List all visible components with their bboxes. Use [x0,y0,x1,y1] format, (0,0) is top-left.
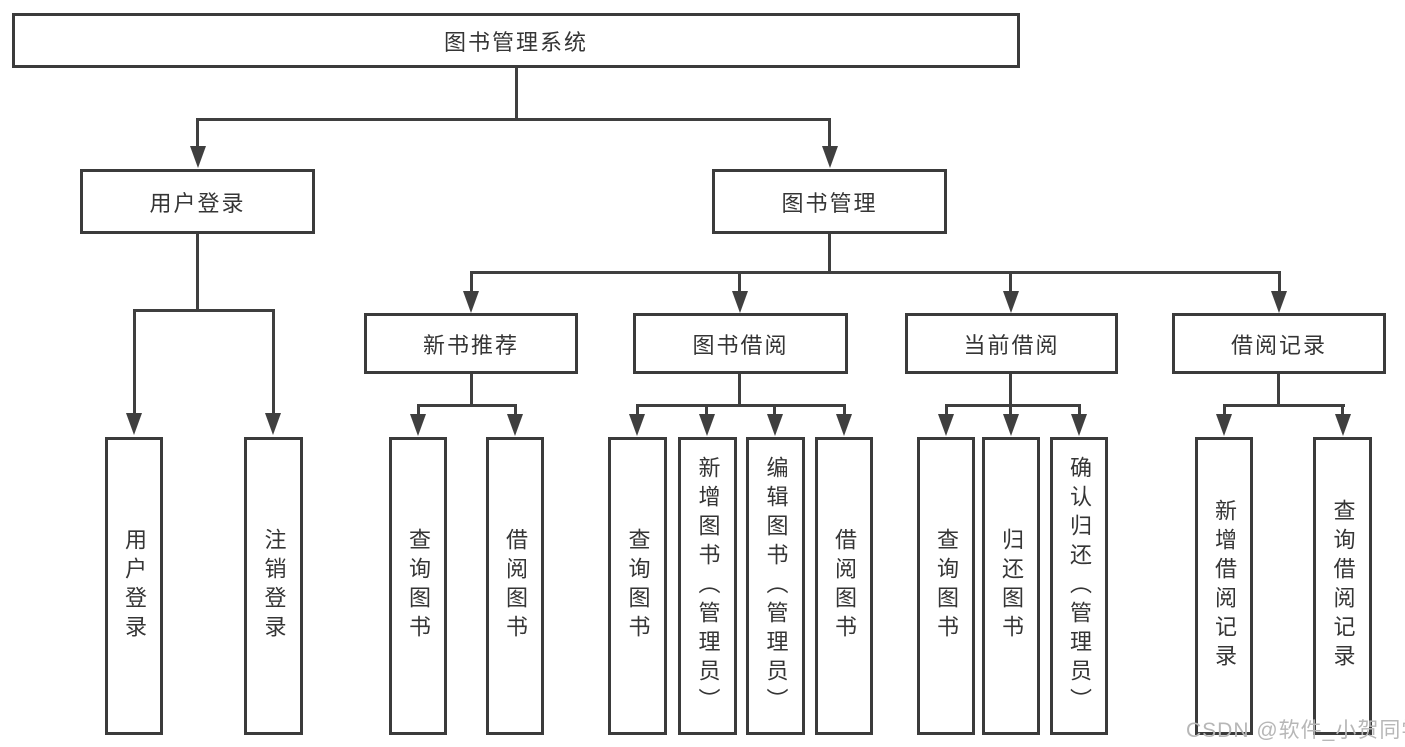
node-label: 图书管理 [781,190,878,216]
arrow-down-icon [265,413,281,435]
node-library-system: 图书管理系统 [12,13,1020,68]
connector-line [1278,271,1281,293]
connector-line [1009,404,1012,416]
leaf-edit-book-admin: 编辑图书（管理员） [746,437,805,735]
node-label: 借阅记录 [1230,332,1327,358]
connector-line [945,404,1081,407]
connector-line [1277,374,1280,407]
connector-line [843,404,846,416]
leaf-label: 查询借阅记录 [1330,499,1356,673]
arrow-down-icon [1003,291,1019,313]
arrow-down-icon [629,414,645,436]
connector-line [828,118,831,148]
connector-line [1223,404,1345,407]
node-label: 新书推荐 [422,332,519,358]
connector-line [196,234,199,312]
arrow-down-icon [699,414,715,436]
connector-line [738,271,741,293]
leaf-confirm-return-admin: 确认归还（管理员） [1050,437,1108,735]
leaf-return-book: 归还图书 [982,437,1040,735]
arrow-down-icon [1003,414,1019,436]
node-label: 当前借阅 [963,332,1060,358]
node-label: 图书借阅 [692,332,789,358]
connector-line [945,404,948,416]
connector-line [636,404,639,416]
leaf-label: 新增借阅记录 [1212,499,1237,673]
leaf-label: 用户登录 [122,528,147,644]
connector-line [514,404,517,416]
leaf-borrow-book-1: 借阅图书 [486,437,544,735]
connector-line [470,271,473,293]
connector-line [196,118,831,121]
connector-line [196,118,199,148]
leaf-add-book-admin: 新增图书（管理员） [678,437,737,735]
node-borrow-record: 借阅记录 [1172,313,1386,374]
csdn-watermark: CSDN @软件_小贺同学 [1186,719,1405,742]
leaf-query-borrow-record: 查询借阅记录 [1313,437,1372,735]
leaf-label: 归还图书 [999,528,1024,644]
leaf-label: 注销登录 [261,528,287,644]
leaf-borrow-book-2: 借阅图书 [815,437,873,735]
arrow-down-icon [938,414,954,436]
connector-line [705,404,708,416]
connector-line [417,404,420,416]
connector-line [636,404,846,407]
connector-line [1009,374,1012,407]
leaf-label: 编辑图书（管理员） [763,455,789,717]
connector-line [828,234,831,274]
arrow-down-icon [732,291,748,313]
node-user-login: 用户登录 [80,169,315,234]
arrow-down-icon [767,414,783,436]
leaf-label: 借阅图书 [832,528,857,644]
leaf-logout: 注销登录 [244,437,303,735]
arrow-down-icon [507,414,523,436]
connector-line [417,404,517,407]
leaf-user-login: 用户登录 [105,437,163,735]
node-current-borrow: 当前借阅 [905,313,1118,374]
connector-line [133,309,275,312]
leaf-query-book-1: 查询图书 [389,437,447,735]
arrow-down-icon [1271,291,1287,313]
leaf-label: 借阅图书 [503,528,528,644]
connector-line [1223,404,1226,416]
node-label: 用户登录 [149,190,246,216]
connector-line [738,374,741,407]
connector-line [1009,271,1012,293]
arrow-down-icon [410,414,426,436]
arrow-down-icon [190,146,206,168]
arrow-down-icon [1335,414,1351,436]
connector-line [133,309,136,414]
connector-line [1341,404,1344,416]
leaf-query-book-2: 查询图书 [608,437,667,735]
connector-line [515,68,518,120]
arrow-down-icon [1071,414,1087,436]
leaf-label: 查询图书 [934,528,959,644]
arrow-down-icon [822,146,838,168]
connector-line [272,309,275,414]
leaf-add-borrow-record: 新增借阅记录 [1195,437,1253,735]
arrow-down-icon [463,291,479,313]
arrow-down-icon [126,413,142,435]
leaf-query-book-3: 查询图书 [917,437,975,735]
connector-line [470,374,473,407]
leaf-label: 新增图书（管理员） [695,455,721,717]
node-label: 图书管理系统 [443,29,588,55]
arrow-down-icon [836,414,852,436]
connector-line [1078,404,1081,416]
leaf-label: 查询图书 [406,528,431,644]
node-book-borrow: 图书借阅 [633,313,848,374]
connector-line [773,404,776,416]
leaf-label: 查询图书 [625,528,651,644]
node-new-book-recommend: 新书推荐 [364,313,578,374]
connector-line [470,271,1281,274]
arrow-down-icon [1216,414,1232,436]
leaf-label: 确认归还（管理员） [1067,455,1092,717]
node-book-management: 图书管理 [712,169,947,234]
